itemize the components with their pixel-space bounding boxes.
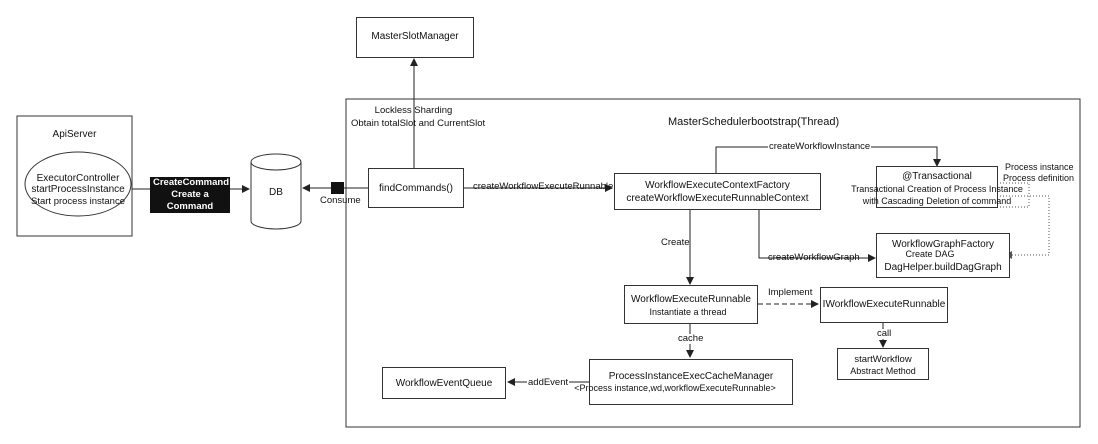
cache-manager-label: ProcessInstanceExecCacheManager bbox=[608, 371, 774, 382]
create-dag-label: Create DAG bbox=[905, 249, 955, 259]
start-process-instance-desc: Start process instance bbox=[31, 196, 125, 207]
instantiate-thread-label: Instantiate a thread bbox=[649, 307, 727, 317]
call-edge-label: call bbox=[877, 328, 892, 339]
transactional-desc-2: with Cascading Deletion of command bbox=[862, 196, 1012, 206]
cache-edge-label: cache bbox=[678, 333, 704, 344]
create-runnable-context-label: createWorkflowExecuteRunnableContext bbox=[626, 193, 809, 204]
start-workflow-label: startWorkflow bbox=[854, 354, 912, 365]
iworkflow-runnable-label: IWorkflowExecuteRunnable bbox=[822, 299, 946, 310]
cache-manager-desc: <Process instance,wd,workflowExecuteRunn… bbox=[574, 383, 776, 393]
iworkflow-runnable-box bbox=[820, 287, 948, 323]
scheduler-frame bbox=[345, 98, 1081, 428]
db-label: DB bbox=[269, 187, 283, 198]
find-commands-box bbox=[368, 168, 464, 208]
transactional-label: @Transactional bbox=[902, 171, 972, 182]
implement-edge-label: Implement bbox=[768, 287, 813, 298]
create-instance-edge-label: createWorkflowInstance bbox=[768, 141, 872, 152]
cache-manager-box bbox=[589, 359, 793, 405]
obtain-slot-label: Obtain totalSlot and CurrentSlot bbox=[351, 118, 486, 129]
edge-create-graph bbox=[758, 210, 876, 262]
graph-factory-box bbox=[876, 233, 1010, 278]
master-slot-manager-label: MasterSlotManager bbox=[371, 31, 459, 42]
add-event-edge-label: addEvent bbox=[527, 377, 570, 388]
process-definition-label: Process definition bbox=[1003, 173, 1075, 183]
process-instance-label: Process instance bbox=[1005, 162, 1074, 172]
create-edge-label: Create bbox=[661, 237, 690, 248]
executor-controller-ellipse bbox=[24, 151, 132, 217]
executor-controller-label: ExecutorController bbox=[36, 173, 120, 184]
execute-runnable-box bbox=[624, 285, 758, 324]
context-factory-label: WorkflowExecuteContextFactory bbox=[645, 180, 790, 191]
event-queue-box bbox=[382, 367, 506, 399]
scheduler-title: MasterSchedulerbootstrap(Thread) bbox=[668, 116, 840, 128]
lockless-sharding-label: Lockless Sharding bbox=[374, 105, 453, 116]
find-commands-label: findCommands() bbox=[379, 183, 453, 194]
create-graph-edge-label: createWorkflowGraph bbox=[768, 252, 860, 263]
event-queue-label: WorkflowEventQueue bbox=[395, 378, 493, 389]
api-server-title: ApiServer bbox=[52, 129, 97, 140]
transactional-box bbox=[876, 166, 998, 208]
dotted-link-2 bbox=[1000, 195, 1050, 256]
db-cylinder bbox=[250, 153, 302, 230]
consume-text: Consume bbox=[320, 195, 361, 206]
dag-helper-label: DagHelper.buildDagGraph bbox=[884, 262, 1002, 273]
start-process-instance-label: startProcessInstance bbox=[31, 184, 125, 195]
consume-marker bbox=[331, 182, 344, 194]
start-workflow-box bbox=[837, 348, 929, 380]
create-command-label: CreateCommand bbox=[150, 177, 230, 189]
transactional-desc-1: Transactional Creation of Process Instan… bbox=[851, 184, 1023, 194]
create-runnable-edge-label: createWorkflowExecuteRunnable bbox=[473, 181, 614, 192]
create-a-command-label: Create a Command bbox=[150, 189, 230, 213]
abstract-method-label: Abstract Method bbox=[850, 366, 916, 376]
apiserver-frame bbox=[16, 115, 133, 237]
context-factory-box bbox=[614, 173, 821, 210]
execute-runnable-label: WorkflowExecuteRunnable bbox=[631, 294, 751, 305]
master-slot-manager-box bbox=[356, 17, 474, 58]
graph-factory-label: WorkflowGraphFactory bbox=[891, 239, 995, 250]
